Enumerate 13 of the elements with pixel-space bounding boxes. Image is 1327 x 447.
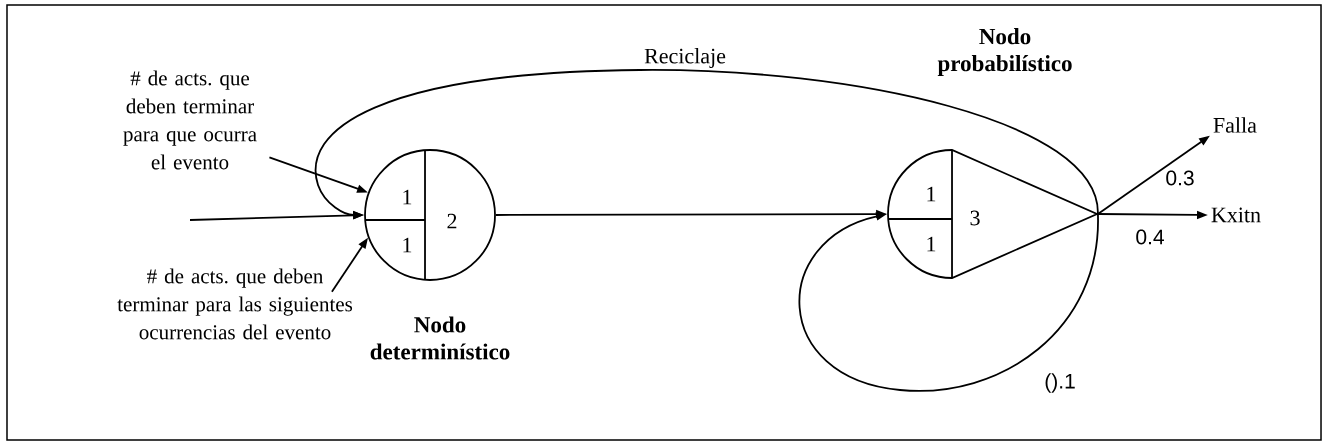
deterministic-node: 1 1 2 [364, 149, 496, 281]
node-heading: Nodo probabilístico [937, 28, 1072, 76]
edge-label: 0.3 [1164, 169, 1196, 187]
edge-label: ().1 [1043, 372, 1077, 394]
edge-label: 0.4 [1134, 228, 1166, 246]
edge-label: Reciclaje [643, 47, 727, 69]
annotation-text: # de acts. que deben terminar para las siguientes ocurrencias del evento [117, 268, 353, 340]
node-heading: Nodo determinístico [370, 316, 510, 360]
arrow [798, 212, 1099, 392]
annotation-text: # de acts. que deben terminar para que ocurra el evento [123, 70, 257, 170]
probabilistic-node: 1 1 3 [887, 149, 1098, 279]
outcome-label: Kxitn [1211, 207, 1261, 223]
outcome-label: Falla [1213, 117, 1257, 133]
